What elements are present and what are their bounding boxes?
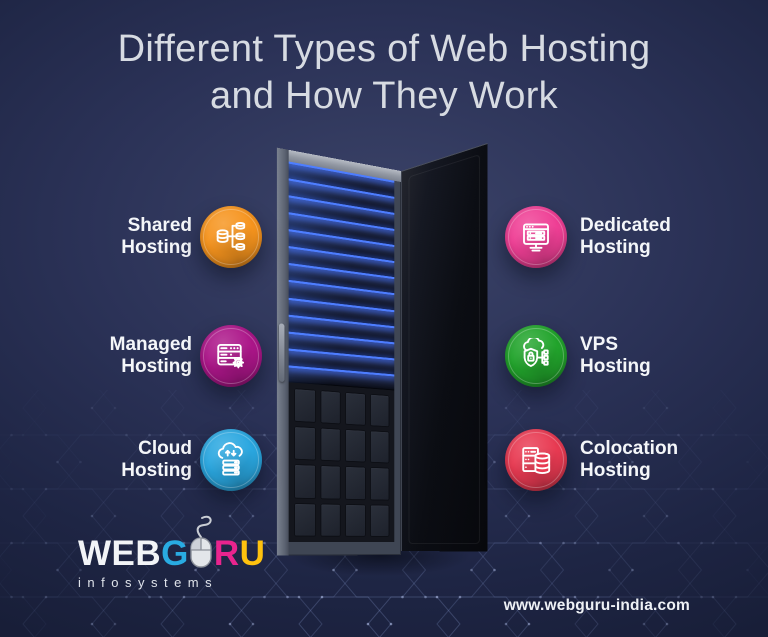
hosting-item-dedicated: Dedicated Hosting [505,206,768,268]
drive-bay [344,428,366,463]
drive-bay [369,504,390,537]
server-units-stack [288,161,395,391]
title-line-1: Different Types of Web Hosting [117,28,651,70]
drive-bay [294,387,316,424]
server-rack-front [276,147,401,556]
hosting-label-vps: VPS Hosting [580,334,651,378]
drive-bay [319,465,341,500]
drive-bay [294,502,316,537]
dedicated-hosting-icon [505,206,567,268]
hosting-label-dedicated: Dedicated Hosting [580,215,671,259]
hosting-item-cloud: Cloud Hosting [0,429,262,491]
colocation-hosting-glyph [522,447,551,474]
mouse-icon [189,515,214,568]
cloud-hosting-glyph [217,442,243,476]
managed-hosting-icon [200,325,262,387]
cloud-hosting-icon [200,429,262,491]
vps-hosting-icon [505,325,567,387]
label-line: Cloud [138,438,192,459]
server-rack-illustration [276,142,491,556]
drive-bay [344,466,366,500]
label-line: Hosting [580,237,651,258]
shared-hosting-icon [200,206,262,268]
hosting-item-managed: Managed Hosting [0,325,262,387]
drive-bay [319,503,341,537]
colocation-hosting-icon [505,429,567,491]
label-line: Hosting [580,460,651,481]
shared-hosting-glyph [216,221,246,251]
server-rack-side-panel [401,142,488,552]
hosting-label-managed: Managed Hosting [110,334,192,378]
label-line: Shared [127,215,192,236]
label-line: Hosting [121,460,192,481]
page-title: Different Types of Web Hosting and How T… [0,26,768,120]
label-line: Hosting [580,356,651,377]
title-line-2: and How They Work [210,75,558,117]
drive-bay-grid [288,382,395,542]
dedicated-hosting-glyph [523,223,549,252]
logo-part-g: G [161,534,189,573]
label-line: Dedicated [580,215,671,236]
drive-bay [344,503,366,537]
label-line: Hosting [121,356,192,377]
drive-bay [294,464,316,499]
drive-bay [369,467,390,501]
logo-part-u: U [239,534,266,573]
hosting-label-cloud: Cloud Hosting [121,438,192,482]
logo-wordmark: WEBG RU [78,515,268,573]
logo-part-web: WEB [78,534,162,573]
rack-glass-door [288,161,395,542]
label-line: Hosting [121,237,192,258]
label-line: VPS [580,334,619,355]
label-line: Managed [109,334,192,355]
drive-bay [319,427,341,462]
managed-hosting-glyph [217,343,245,369]
mouse-glyph [190,515,212,568]
drive-bay [369,393,390,428]
hosting-item-shared: Shared Hosting [0,206,262,268]
hosting-label-colocation: Colocation Hosting [580,438,678,482]
drive-bay [369,430,390,464]
logo-part-r: R [213,534,240,573]
hosting-label-shared: Shared Hosting [121,215,192,259]
drive-bay [344,391,366,427]
hosting-item-vps: VPS Hosting [505,325,768,387]
logo-subtitle: infosystems [78,575,219,590]
hosting-item-colocation: Colocation Hosting [505,429,768,491]
vps-hosting-glyph [523,338,549,367]
website-url[interactable]: www.webguru-india.com [503,597,690,614]
label-line: Colocation [580,438,679,459]
drive-bay [294,426,316,461]
webguru-logo: WEBG RU infosystems [78,515,268,590]
rack-door-handle [279,323,285,383]
drive-bay [319,389,341,425]
